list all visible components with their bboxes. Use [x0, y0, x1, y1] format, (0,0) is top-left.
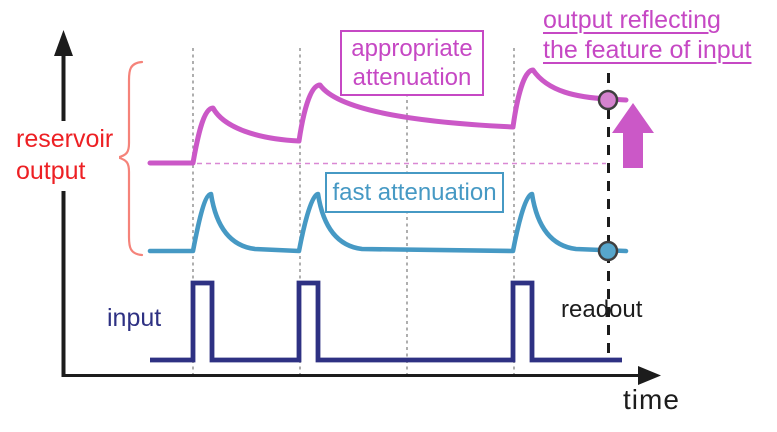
emphasis-up-arrow-icon [612, 103, 654, 168]
time-axis-label: time [623, 384, 680, 415]
axes [54, 30, 661, 385]
appropriate-attenuation-curve [147, 67, 629, 166]
appropriate-attenuation-label: appropriate attenuation [351, 35, 473, 91]
readout-label: readout [561, 296, 643, 323]
reservoir-output-label: reservoir output [14, 121, 120, 191]
reservoir-brace [113, 60, 144, 257]
readout-marker-fast [597, 240, 619, 262]
output-reflecting-label: output reflecting the feature of input [543, 6, 752, 64]
appropriate-attenuation-callout: appropriate attenuation [340, 30, 484, 96]
input-signal-curve [150, 280, 622, 363]
fast-attenuation-callout: fast attenuation [325, 172, 504, 213]
x-axis-arrow-icon [638, 366, 661, 385]
fast-attenuation-curve [147, 191, 629, 254]
input-label: input [107, 304, 162, 332]
fast-attenuation-label: fast attenuation [332, 178, 497, 206]
y-axis-arrow-icon [54, 30, 73, 56]
readout-marker-appropriate [597, 89, 619, 111]
